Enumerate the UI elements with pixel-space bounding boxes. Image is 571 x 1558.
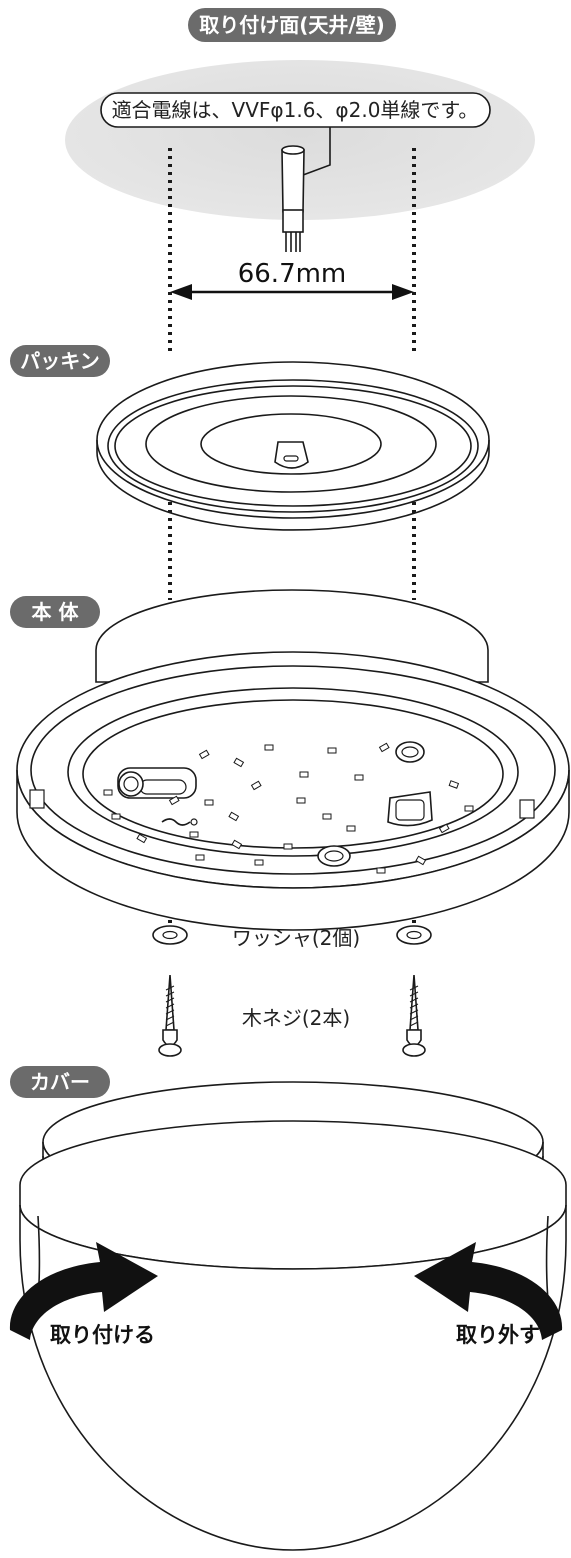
attach-arrow-icon xyxy=(9,1242,159,1340)
mount-surface-label: 取り付け面(天井/壁) xyxy=(188,8,396,42)
screw-text: 木ネジ(2本) xyxy=(242,1006,350,1030)
cover-dome xyxy=(19,1081,567,1551)
mount-surface-text: 取り付け面(天井/壁) xyxy=(199,13,385,37)
screw-left-icon xyxy=(158,974,182,1057)
packing-ring xyxy=(96,361,490,531)
wire-spec-callout: 適合電線は、VVFφ1.6、φ2.0単線です。 xyxy=(100,92,491,179)
dimension-text: 66.7mm xyxy=(238,259,347,289)
remove-arrow-icon xyxy=(414,1242,563,1340)
body-text: 本 体 xyxy=(32,600,80,624)
wire-spec-text: 適合電線は、VVFφ1.6、φ2.0単線です。 xyxy=(112,98,479,122)
packing-label: パッキン xyxy=(10,345,110,377)
washer-text: ワッシャ(2個) xyxy=(232,926,360,950)
dimension-marker: 66.7mm xyxy=(170,259,414,300)
body-label: 本 体 xyxy=(10,596,100,628)
washer-right xyxy=(396,925,432,945)
packing-text: パッキン xyxy=(20,349,99,373)
cable-icon xyxy=(281,145,305,252)
remove-text: 取り外す xyxy=(456,1323,540,1347)
attach-text: 取り付ける xyxy=(50,1323,155,1347)
cover-label: カバー xyxy=(10,1066,110,1098)
screw-right-icon xyxy=(402,974,426,1057)
washer-left xyxy=(152,925,188,945)
main-body xyxy=(16,589,570,931)
cover-text: カバー xyxy=(30,1070,90,1094)
